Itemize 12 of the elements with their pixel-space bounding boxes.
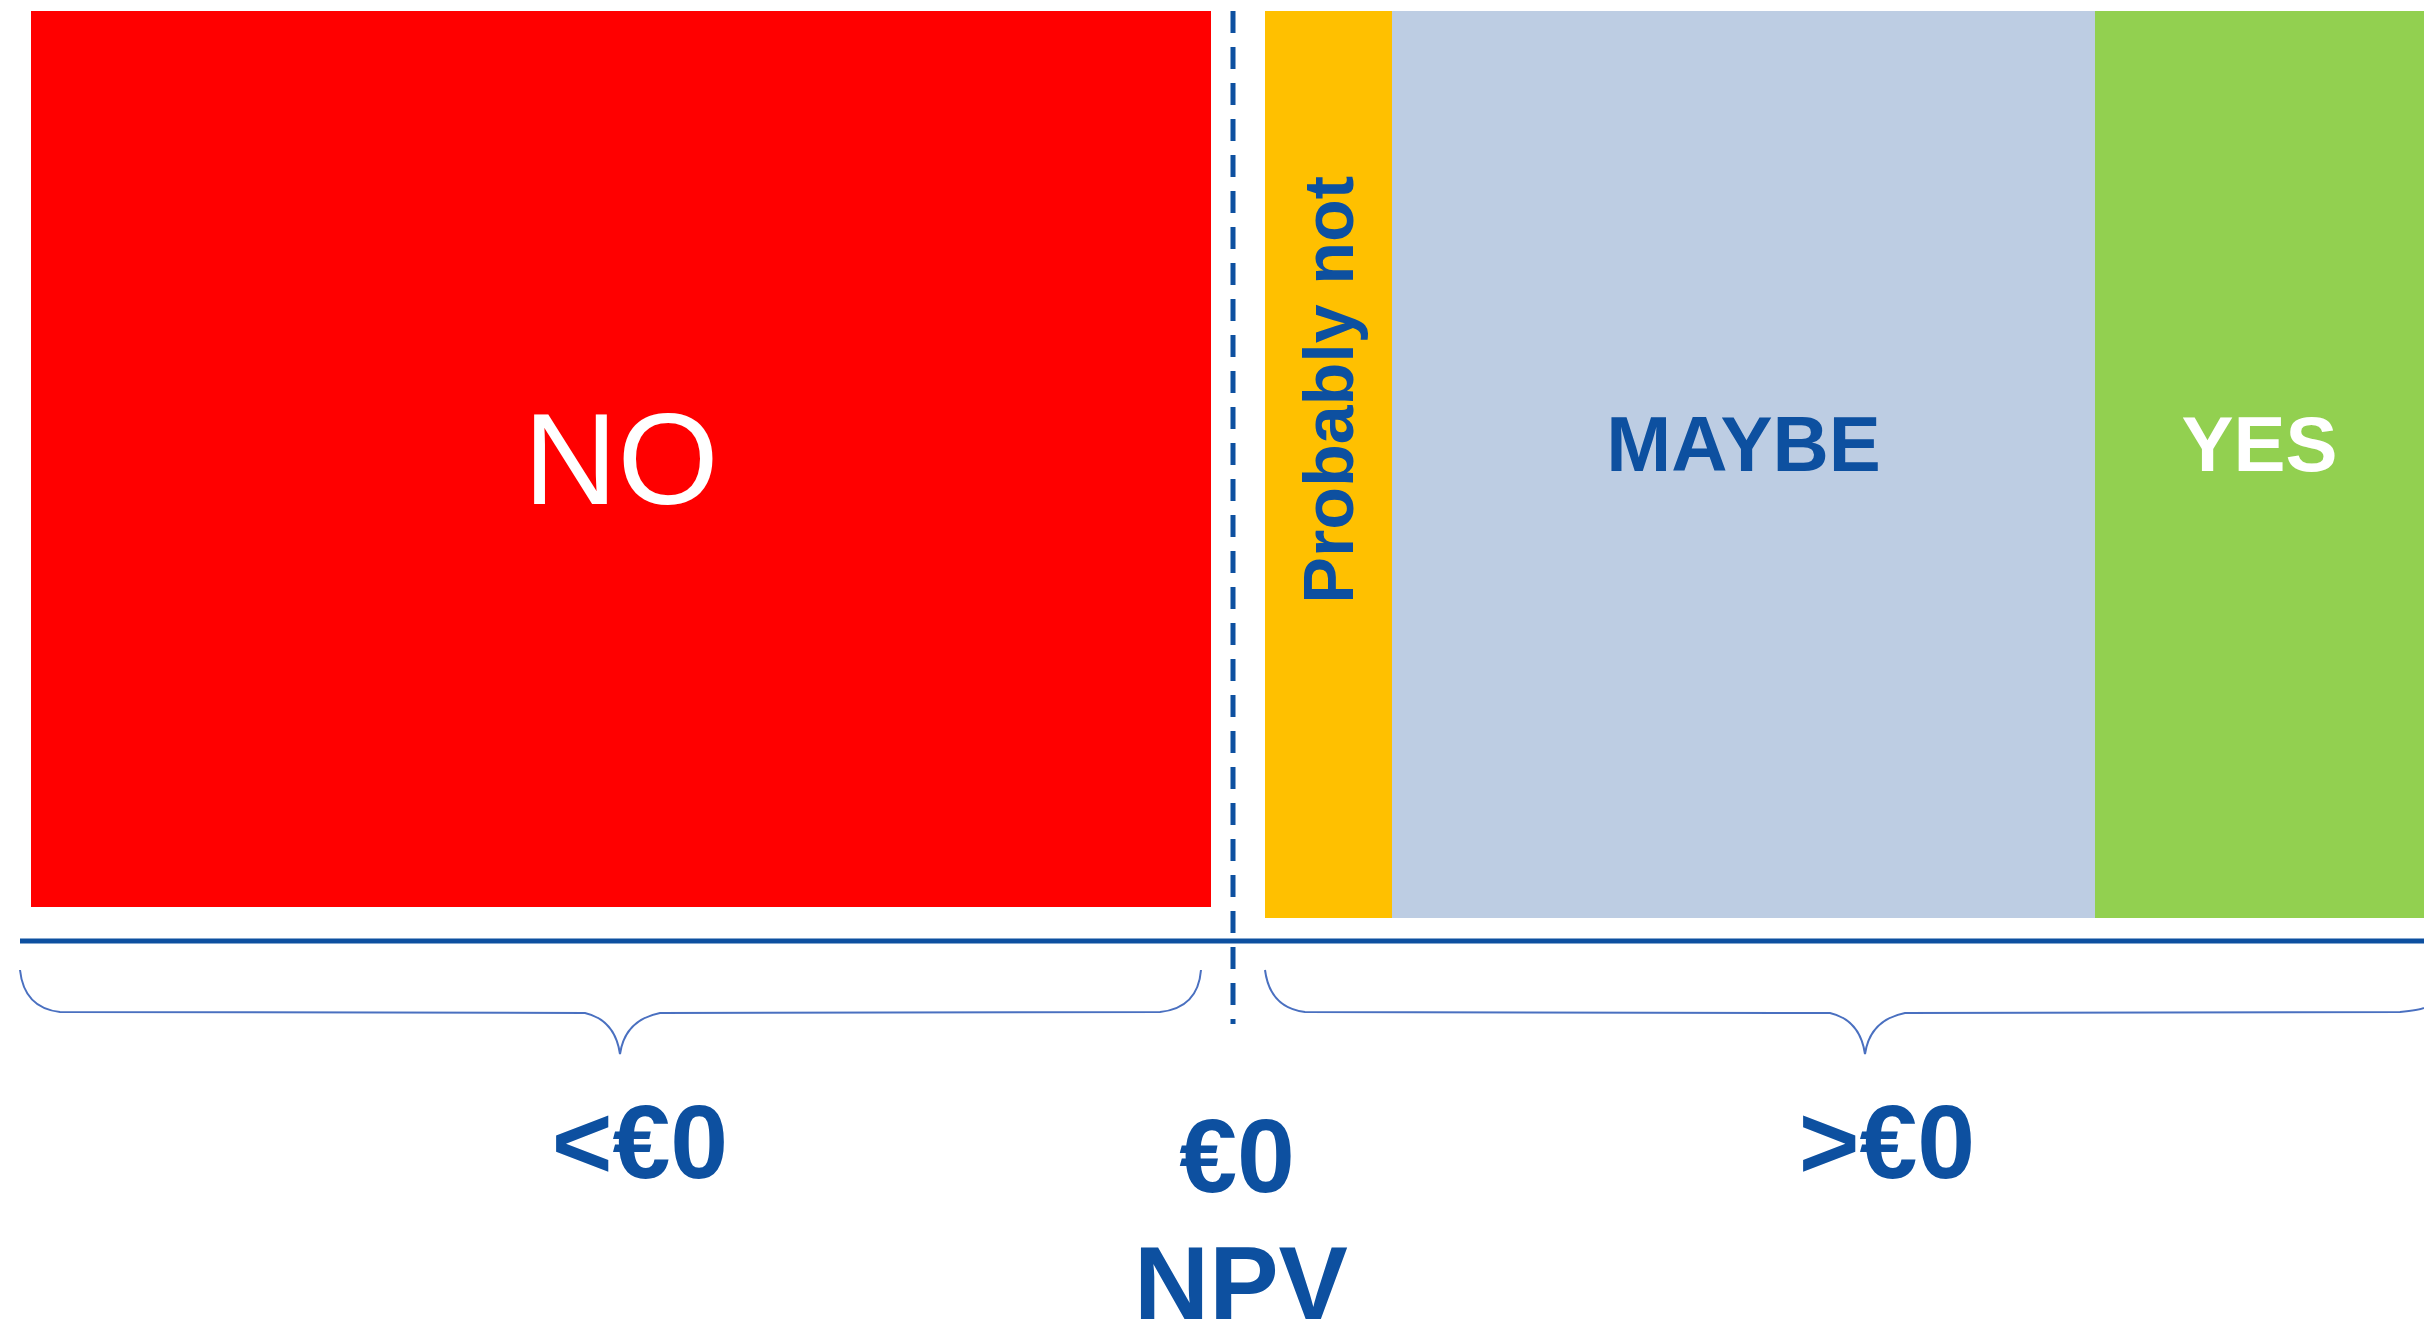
zero-value-label: €0 [1179, 1104, 1295, 1208]
zone-label: YES [2181, 399, 2338, 490]
probably-not-zone-block [1265, 11, 1392, 918]
zone-label: MAYBE [1606, 399, 1881, 490]
positive-value-label: >€0 [1798, 1090, 1976, 1194]
maybe-zone-block [1392, 11, 2095, 918]
zone-label: Probably not [1288, 175, 1369, 604]
axis-title: NPV [1134, 1231, 1348, 1323]
yes-zone-block [2095, 11, 2424, 918]
zone-label: NO [523, 385, 719, 534]
negative-value-label: <€0 [551, 1090, 729, 1194]
no-zone-block [31, 11, 1211, 907]
